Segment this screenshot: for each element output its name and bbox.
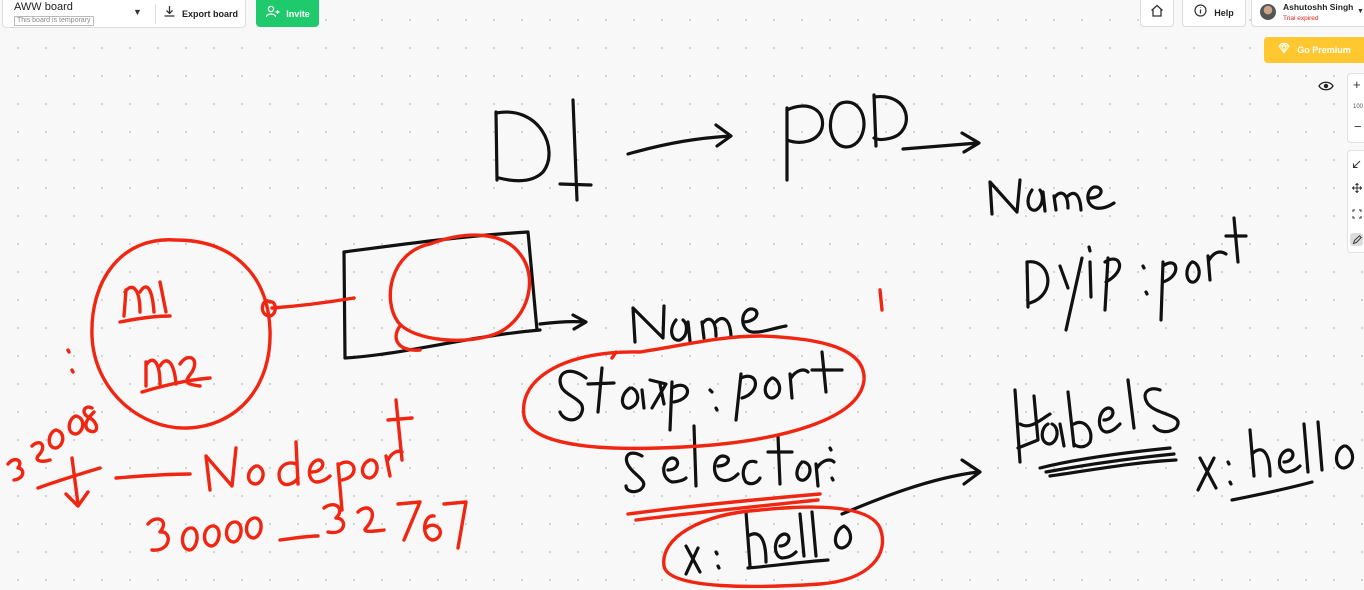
arrow-down	[36, 456, 102, 508]
arrow-4	[840, 458, 982, 516]
help-button[interactable]: Help	[1182, 0, 1246, 27]
minus-icon[interactable]: −	[1354, 119, 1362, 134]
svc-box	[342, 230, 542, 360]
hello-circle	[662, 505, 885, 589]
add-user-icon	[265, 5, 280, 23]
red-tick	[878, 288, 884, 312]
stroke-labels	[1013, 378, 1180, 464]
move-icon[interactable]	[1350, 181, 1363, 194]
stroke-range	[146, 500, 468, 552]
info-icon	[1194, 4, 1207, 22]
select-icon[interactable]	[1350, 207, 1363, 220]
svc-circle	[388, 233, 532, 352]
arrow-3	[538, 313, 588, 331]
chevron-down-icon: ▼	[1357, 8, 1364, 15]
stroke-dyip-port	[1025, 216, 1248, 332]
hello-underline-mid	[746, 558, 830, 570]
export-board-button[interactable]: Export board	[163, 4, 238, 24]
home-icon	[1150, 4, 1164, 22]
red-strokes	[6, 233, 885, 589]
stroke-staip-port	[558, 350, 844, 432]
home-button[interactable]	[1140, 0, 1174, 27]
connector	[260, 296, 356, 318]
eye-icon[interactable]	[1318, 79, 1334, 97]
arrow-1	[626, 123, 733, 156]
board-menu[interactable]: AWW board This board is temporary ▼ Expo…	[2, 0, 246, 28]
go-premium-label: Go Premium	[1297, 45, 1351, 55]
stroke-P	[785, 104, 825, 182]
user-menu[interactable]: Ashutoshh Singh Trial expired ▼	[1251, 0, 1364, 27]
pen-icon[interactable]	[1350, 233, 1363, 246]
invite-label: Invite	[286, 8, 310, 19]
arrow-icon[interactable]	[1350, 158, 1363, 171]
stroke-D	[494, 110, 551, 183]
user-name: Ashutoshh Singh	[1283, 2, 1354, 12]
tool-panel	[1347, 150, 1364, 253]
stroke-32008	[6, 405, 99, 482]
node-circle	[90, 238, 272, 430]
stroke-selector	[624, 424, 836, 494]
stroke-m1	[118, 280, 172, 324]
crown-icon	[1277, 41, 1291, 59]
black-strokes	[342, 93, 1355, 576]
go-premium-button[interactable]: Go Premium	[1264, 37, 1364, 63]
colon-left	[66, 348, 75, 374]
stroke-name-top	[988, 178, 1116, 216]
selector-underline	[626, 492, 822, 522]
stroke-nodeport	[204, 398, 414, 512]
dash-nodeport	[114, 472, 192, 480]
staip-circle	[521, 334, 866, 451]
temporary-board-badge: This board is temporary	[14, 16, 94, 26]
labels-underline	[1038, 446, 1178, 478]
zoom-controls: + 100 −	[1347, 73, 1364, 143]
stroke-D2	[872, 93, 908, 148]
arrow-2	[901, 131, 981, 154]
hello-underline-right	[1230, 480, 1314, 502]
stroke-x-hello-mid	[684, 510, 853, 576]
trial-status: Trial expired	[1283, 15, 1319, 22]
stroke-T	[558, 98, 593, 202]
export-board-label: Export board	[182, 9, 239, 19]
plus-icon[interactable]: +	[1353, 77, 1361, 92]
chevron-down-icon[interactable]: ▼	[133, 7, 142, 17]
download-icon	[163, 5, 176, 23]
help-label: Help	[1214, 8, 1234, 18]
stroke-O	[828, 100, 866, 149]
avatar	[1260, 4, 1276, 20]
stroke-x-hello	[1196, 420, 1355, 492]
board-name[interactable]: AWW board	[14, 1, 73, 13]
zoom-level: 100	[1353, 104, 1364, 110]
stroke-name-mid	[631, 304, 788, 344]
stroke-m2	[140, 355, 212, 394]
toolbar-divider	[155, 4, 156, 24]
invite-button[interactable]: Invite	[256, 0, 319, 27]
